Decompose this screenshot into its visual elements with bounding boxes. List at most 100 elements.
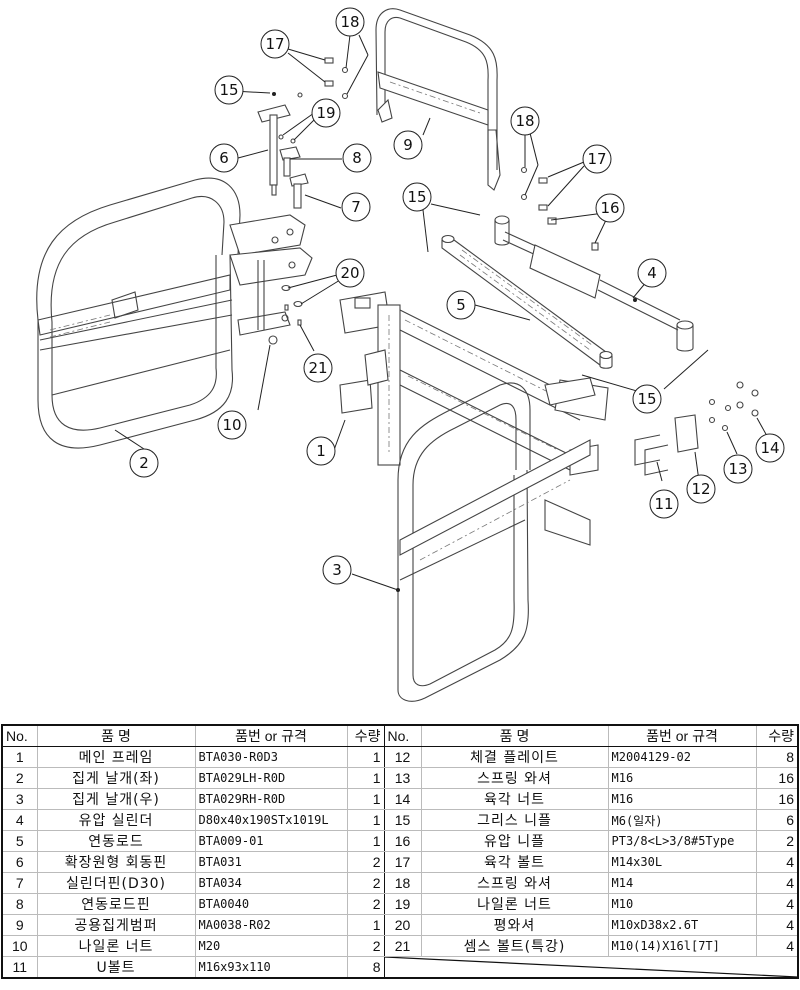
svg-text:15: 15 [637,390,656,408]
part-left-clamp-wing [36,177,313,449]
part-name: 공용집게범퍼 [37,914,196,936]
part-qty: 4 [756,935,799,957]
part-spec: BTA031 [195,851,348,873]
part-name: 확장원형 회동핀 [37,851,196,873]
part-qty: 4 [756,914,799,936]
part-u-bolts-and-plates [634,381,759,476]
part-qty: 8 [756,746,799,768]
part-name: 체결 플레이트 [421,746,609,768]
svg-text:7: 7 [351,198,361,216]
exploded-diagram: 1 2 3 4 5 6 7 8 9 10 11 12 13 14 15 15 1… [36,7,785,702]
part-number: 1 [2,746,38,768]
svg-text:18: 18 [340,13,359,31]
callout-8: 8 [342,143,372,173]
part-number: 3 [2,788,38,810]
part-spec: M10 [608,893,757,915]
part-spec: M14 [608,872,757,894]
callout-13: 13 [723,454,753,484]
part-main-frame [339,291,609,546]
callout-7: 7 [341,192,371,222]
part-qty: 1 [347,809,385,831]
part-number: 13 [384,767,422,789]
callout-15a: 15 [214,75,244,105]
header-qty: 수량 [347,725,385,747]
svg-text:15: 15 [407,188,426,206]
part-spec: M20 [195,935,348,957]
callout-14: 14 [755,433,785,463]
svg-text:1: 1 [316,442,326,460]
part-number: 12 [384,746,422,768]
svg-text:2: 2 [139,454,149,472]
part-spec: BTA0040 [195,893,348,915]
part-qty: 8 [347,956,385,979]
callout-1: 1 [306,436,336,466]
parts-list-table: No. 품 명 품번 or 규격 수량 No. 품 명 품번 or 규격 수량 … [1,724,799,979]
part-spec: BTA009-01 [195,830,348,852]
part-number: 17 [384,851,422,873]
part-number: 20 [384,914,422,936]
svg-text:15: 15 [219,81,238,99]
part-qty: 1 [347,830,385,852]
part-spec: BTA030-R0D3 [195,746,348,768]
part-name: 나일론 너트 [421,893,609,915]
header-spec: 품번 or 규격 [608,725,757,747]
part-spec: BTA034 [195,872,348,894]
header-no: No. [2,725,38,747]
part-name: U볼트 [37,956,196,979]
part-qty: 2 [347,872,385,894]
part-bumper [375,8,501,191]
part-spec: MA0038-R02 [195,914,348,936]
part-name: 육각 너트 [421,788,609,810]
header-qty: 수량 [756,725,799,747]
part-number: 15 [384,809,422,831]
part-number: 16 [384,830,422,852]
callout-5: 5 [446,290,476,320]
part-spec: BTA029LH-R0D [195,767,348,789]
part-name: 유압 실린더 [37,809,196,831]
part-qty: 4 [756,893,799,915]
callout-2: 2 [129,448,159,478]
part-name: 셈스 볼트(특강) [421,935,609,957]
part-qty: 2 [347,935,385,957]
part-number: 6 [2,851,38,873]
header-name: 품 명 [37,725,196,747]
table-header-row: No. 품 명 품번 or 규격 수량 No. 품 명 품번 or 규격 수량 [2,725,799,747]
part-name: 스프링 와셔 [421,872,609,894]
part-spec: M16x93x110 [195,956,348,979]
part-qty: 1 [347,914,385,936]
part-name: 집게 날개(좌) [37,767,196,789]
callout-21: 21 [303,353,333,383]
part-number: 4 [2,809,38,831]
svg-text:6: 6 [219,149,229,167]
svg-text:19: 19 [316,104,335,122]
part-pins [257,92,309,209]
svg-text:9: 9 [403,136,413,154]
part-spec: M16 [608,767,757,789]
part-spec: D80x40x190STx1019L [195,809,348,831]
callout-11: 11 [649,489,679,519]
part-number: 10 [2,935,38,957]
part-number: 19 [384,893,422,915]
callout-18b: 18 [510,106,540,136]
part-name: 나일론 너트 [37,935,196,957]
svg-text:21: 21 [308,359,327,377]
callout-20: 20 [335,258,365,288]
svg-text:10: 10 [222,416,241,434]
part-qty: 1 [347,746,385,768]
callout-15c: 15 [632,384,662,414]
part-spec: M16 [608,788,757,810]
empty-cell-slash [384,956,799,979]
part-number: 2 [2,767,38,789]
part-number: 11 [2,956,38,979]
part-number: 9 [2,914,38,936]
part-name: 스프링 와셔 [421,767,609,789]
svg-text:12: 12 [691,480,710,498]
part-linkage-rod [441,234,613,369]
part-qty: 4 [756,851,799,873]
